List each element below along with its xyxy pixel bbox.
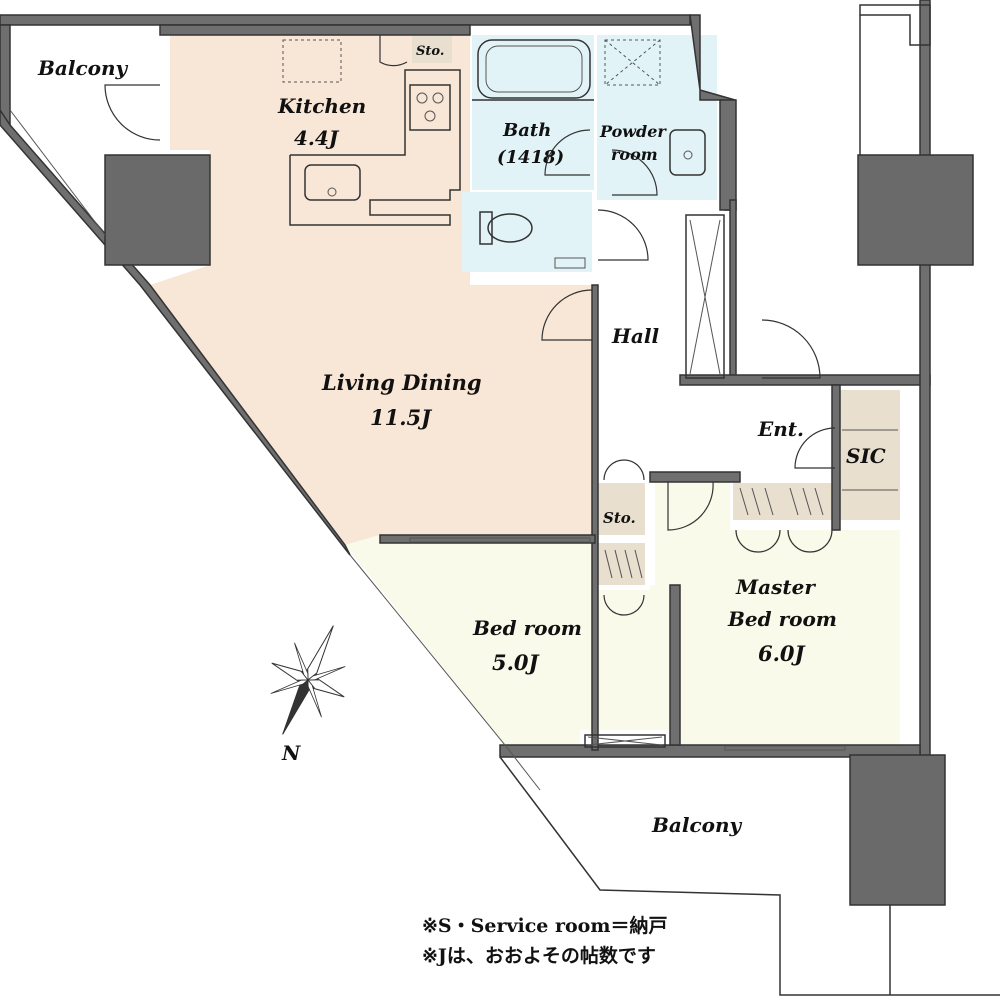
powder-room-label-1: Powder <box>599 122 667 141</box>
diagonal-wall <box>0 108 351 556</box>
burner-1 <box>416 92 428 104</box>
balcony-top-label: Balcony <box>37 56 129 80</box>
toilet-tank <box>479 211 493 245</box>
hall-storage-floor <box>598 483 645 535</box>
sic-floor <box>840 390 900 520</box>
kitchen-storage-floor <box>412 35 452 63</box>
bath-label: Bath <box>502 120 551 141</box>
master-top-wall <box>649 471 741 483</box>
sic-label: SIC <box>846 444 886 468</box>
door-balcony[interactable] <box>104 84 161 141</box>
master-bedroom-label-2: Bed room <box>727 607 837 631</box>
bedroom-window-bottom <box>584 734 666 748</box>
bottom-wall <box>499 744 921 758</box>
bathtub <box>477 39 591 99</box>
powder-room-label-2: room <box>611 145 658 164</box>
compass-north-label: N <box>281 741 301 765</box>
cooktop <box>409 84 451 131</box>
bottom-balcony-inner <box>349 554 541 791</box>
pillar-bottom-right <box>849 754 946 906</box>
note-service-room: ※S・Service room＝納戸 <box>422 914 667 937</box>
washer-space <box>604 39 661 86</box>
door-kitchen-storage[interactable] <box>379 35 408 67</box>
bath-floor <box>472 35 594 190</box>
note-jo-count: ※Jは、おおよその帖数です <box>422 944 656 967</box>
kitchen-top-wall <box>159 24 471 36</box>
pillar-top-left <box>104 154 211 266</box>
left-balcony-wall <box>0 24 11 126</box>
kitchen-label: Kitchen <box>277 94 366 118</box>
bath-size: (1418) <box>497 147 564 168</box>
master-closet-shelves <box>739 487 824 516</box>
bottom-balcony-outline <box>499 756 1000 996</box>
left-balcony-inner <box>9 109 106 236</box>
entrance-label: Ent. <box>757 417 804 441</box>
bedroom-window-bottom-x2 <box>587 736 663 746</box>
toilet-floor <box>462 192 592 272</box>
sink-drain <box>327 187 337 197</box>
bedroom-floor <box>345 535 670 745</box>
bedroom-divider-wall <box>669 584 681 746</box>
kitchen-size: 4.4J <box>294 126 340 150</box>
hall-closet-shelves <box>604 549 643 579</box>
bedroom-label: Bed room <box>472 616 582 640</box>
hall-right-wall <box>719 99 737 211</box>
bedroom-size: 5.0J <box>492 650 541 675</box>
master-bedroom-floor <box>655 480 900 745</box>
wash-basin <box>669 129 706 176</box>
right-outer-wall <box>919 0 931 761</box>
kitchen-storage-label: Sto. <box>416 44 444 59</box>
hall-closet-x-2 <box>689 219 721 375</box>
kitchen-counter <box>289 69 461 226</box>
master-bedroom-size: 6.0J <box>758 641 807 666</box>
hall-closet <box>685 214 725 379</box>
top-wall <box>0 14 691 26</box>
bathtub-inner <box>485 45 583 93</box>
burner-2 <box>432 92 444 104</box>
living-dining-floor <box>150 35 595 545</box>
door-master[interactable] <box>667 481 714 531</box>
door-front[interactable] <box>761 319 821 379</box>
living-bedroom-wall <box>379 534 596 544</box>
sic-left-wall <box>831 384 841 531</box>
hall-left-wall <box>591 284 599 751</box>
hall-storage-label: Sto. <box>603 509 636 527</box>
door-living[interactable] <box>541 289 593 341</box>
kitchen-sink <box>304 164 361 201</box>
pillar-right-top <box>857 154 974 266</box>
living-dining-size: 11.5J <box>370 405 433 430</box>
entry-wall-top <box>679 374 931 386</box>
master-closet-floor <box>733 483 833 520</box>
door-toilet[interactable] <box>597 209 649 261</box>
toilet-cabinet <box>554 257 586 269</box>
basin-drain <box>683 150 693 160</box>
bedroom-window-top <box>409 537 591 543</box>
toilet-bowl <box>487 213 533 243</box>
hall-closet-floor <box>598 543 645 585</box>
master-window-bottom <box>724 745 846 751</box>
hall-label: Hall <box>611 324 659 348</box>
door-hall-storage-1[interactable] <box>603 459 645 481</box>
door-hall-closet[interactable] <box>603 594 645 616</box>
door-sic[interactable] <box>794 427 836 469</box>
living-dining-label: Living Dining <box>321 370 482 395</box>
sic-shelves <box>842 429 898 491</box>
door-powder[interactable] <box>611 149 658 196</box>
master-bedroom-label-1: Master <box>735 575 816 599</box>
balcony-bottom-label: Balcony <box>651 813 743 837</box>
door-master-closet[interactable] <box>735 529 833 553</box>
fridge-space <box>282 39 342 83</box>
hall-wall-right <box>729 199 737 381</box>
door-bath[interactable] <box>544 129 591 176</box>
compass-rose <box>270 625 346 735</box>
burner-3 <box>424 110 436 122</box>
